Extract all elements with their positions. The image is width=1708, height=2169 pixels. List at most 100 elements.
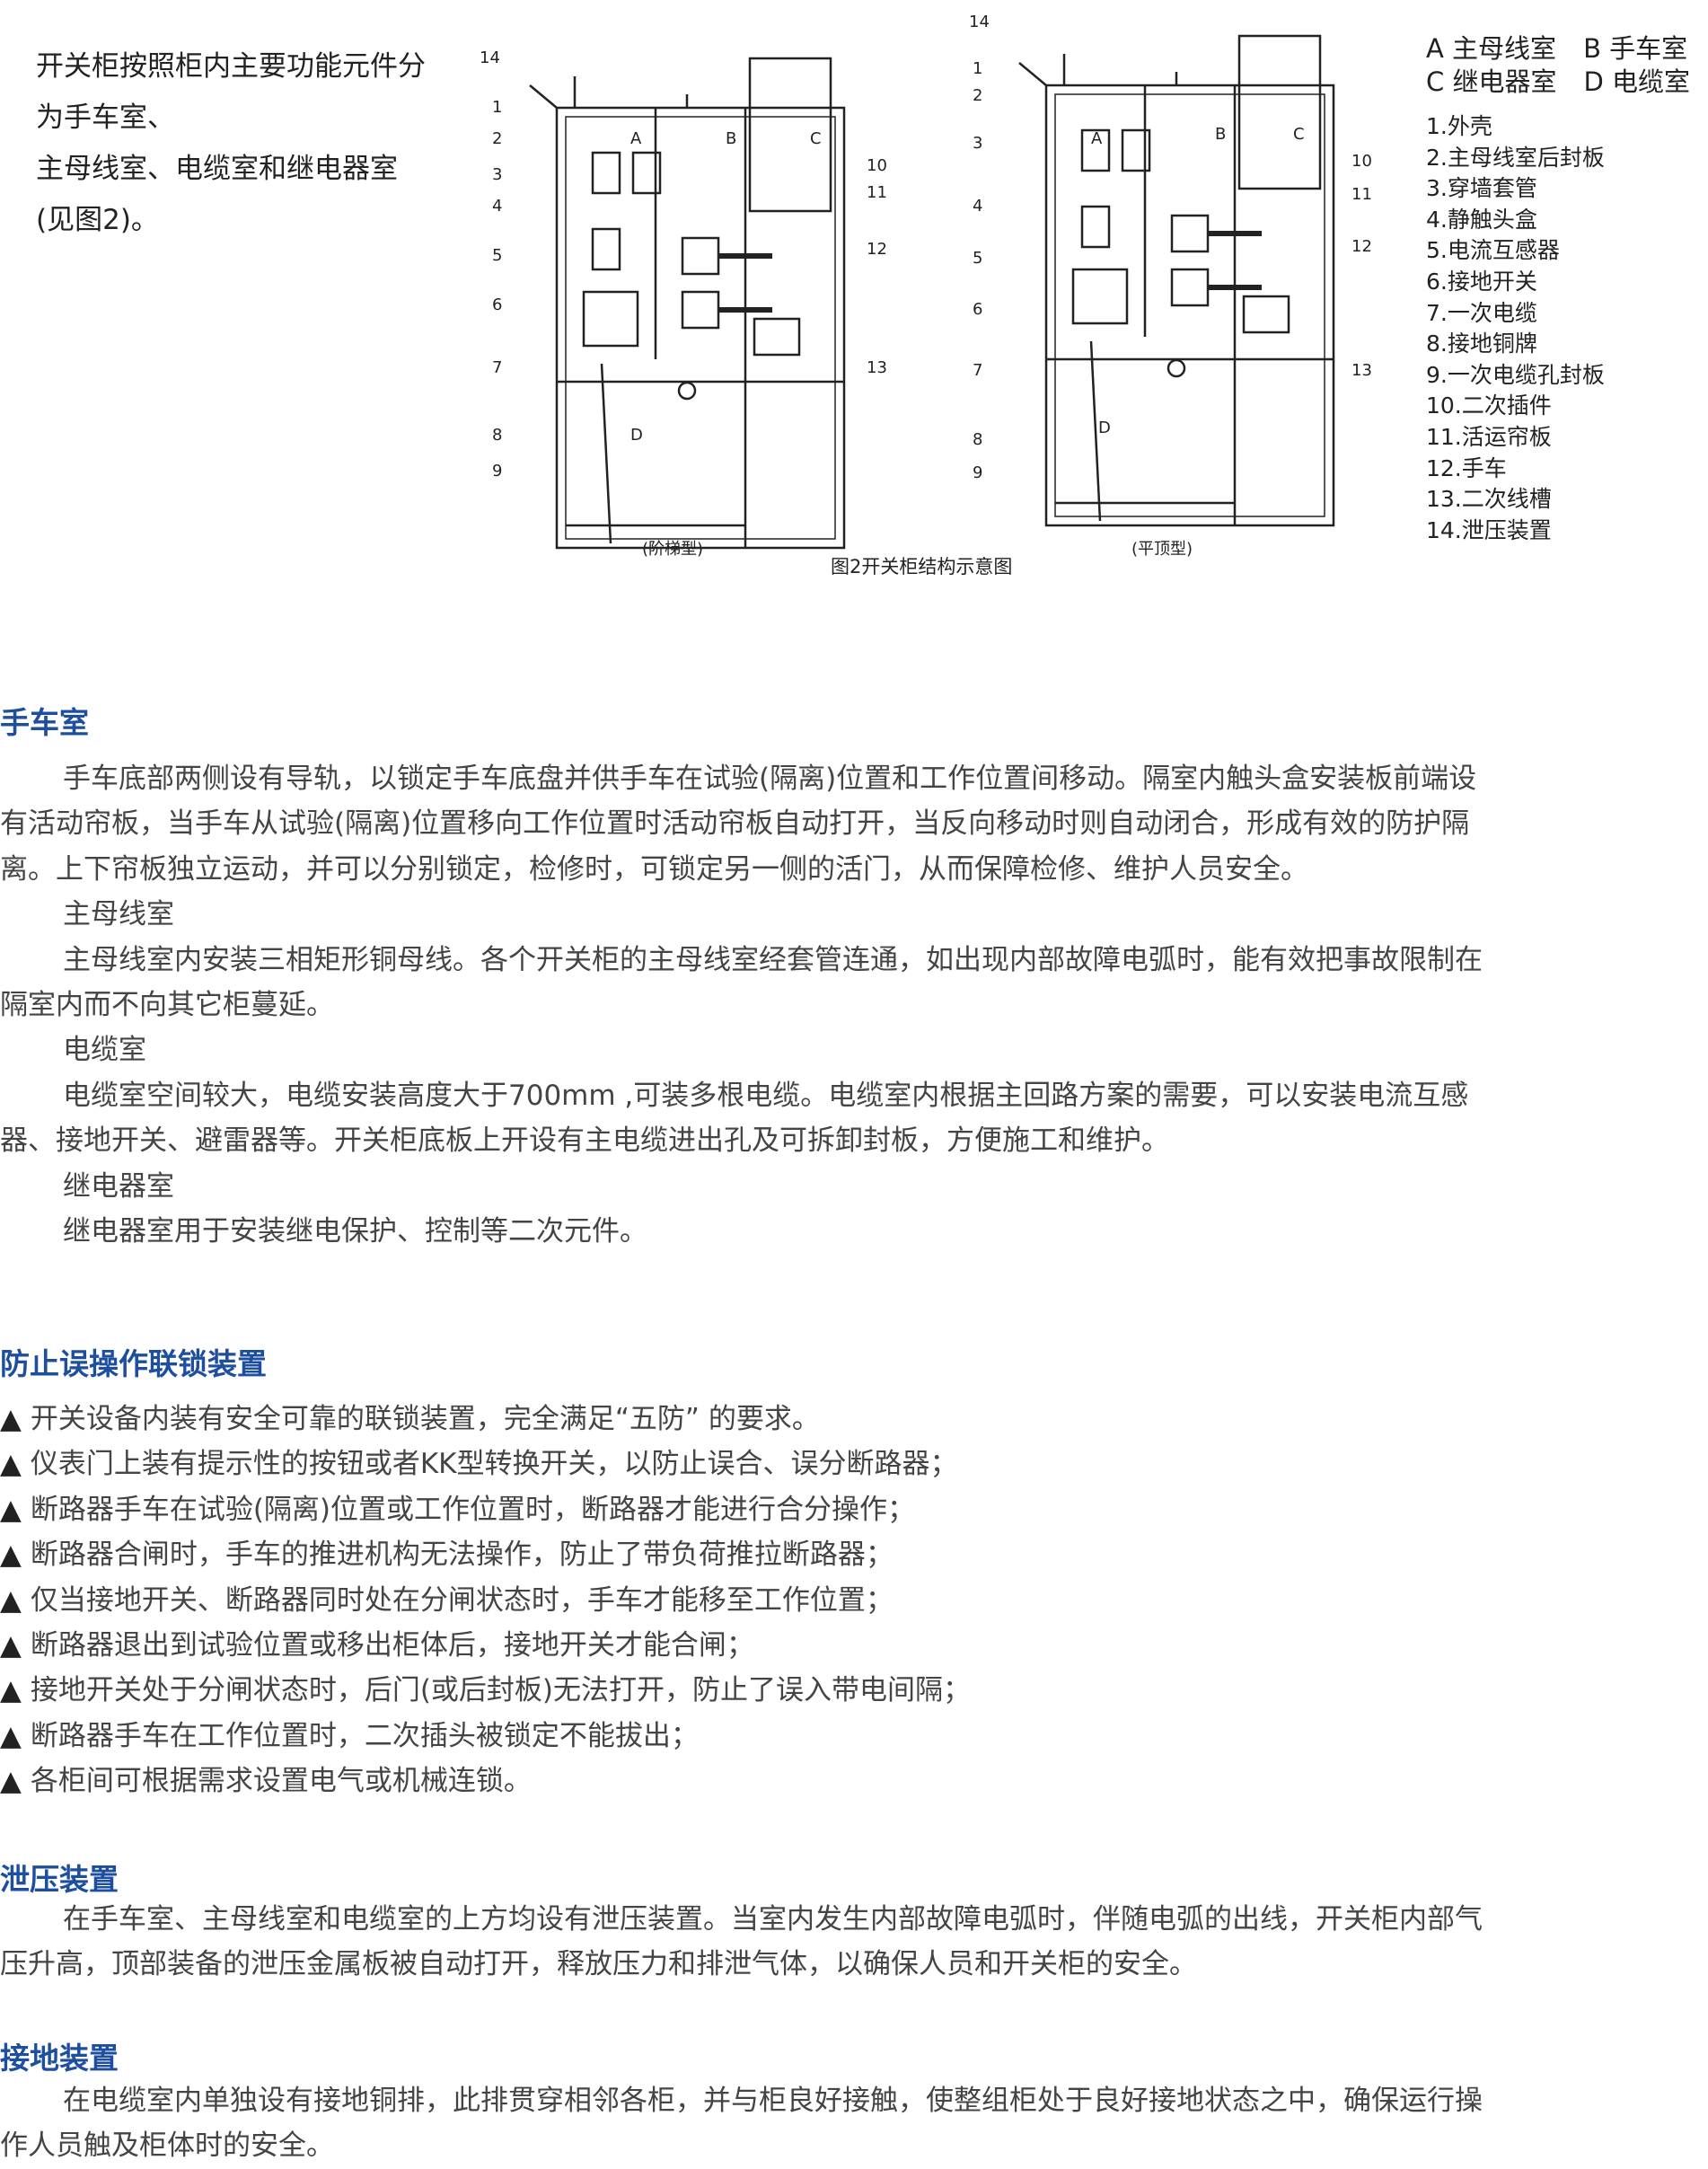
label-8: 8 xyxy=(973,430,982,449)
triangle-bullet-icon: ▲ xyxy=(0,1493,22,1526)
label-6: 6 xyxy=(492,295,502,314)
intro-line: 开关柜按照柜内主要功能元件分 xyxy=(36,50,426,83)
paragraph-line: 有活动帘板，当手车从试验(隔离)位置移向工作位置时活动帘板自动打开，当反向移动时… xyxy=(0,807,1470,841)
paragraph-line: 继电器室用于安装继电保护、控制等二次元件。 xyxy=(63,1215,647,1248)
label-12: 12 xyxy=(867,240,887,259)
legend-part: 9.一次电缆孔封板 xyxy=(1426,361,1605,388)
legend-part: 13.二次线槽 xyxy=(1426,486,1552,513)
letter-a: A xyxy=(630,129,642,148)
interlock-item: ▲开关设备内装有安全可靠的联锁装置，完全满足“五防” 的要求。 xyxy=(0,1397,971,1442)
interlock-item: ▲断路器手车在试验(隔离)位置或工作位置时，断路器才能进行合分操作； xyxy=(0,1487,971,1532)
legend-a: A 主母线室 xyxy=(1426,33,1557,64)
letter-c: C xyxy=(1293,125,1305,144)
label-7: 7 xyxy=(492,358,502,377)
letter-a: A xyxy=(1091,129,1103,148)
triangle-bullet-icon: ▲ xyxy=(0,1448,22,1481)
switchgear-structure-diagram: 14 1 2 3 4 5 6 7 8 9 10 11 12 13 A B C D… xyxy=(480,13,1372,578)
label-5: 5 xyxy=(492,246,502,265)
label-12: 12 xyxy=(1351,237,1372,256)
trolley-text: 手车底部两侧设有导轨，以锁定手车底盘并供手车在试验(隔离)位置和工作位置间移动。… xyxy=(0,756,1483,1254)
legend-part: 12.手车 xyxy=(1426,454,1507,481)
label-2: 2 xyxy=(492,129,502,148)
relief-text: 在手车室、主母线室和电缆室的上方均设有泄压装置。当室内发生内部故障电弧时，伴随电… xyxy=(0,1897,1483,1988)
label-3: 3 xyxy=(973,134,982,153)
section-title-relief: 泄压装置 xyxy=(0,1862,119,1897)
paragraph-line: 在手车室、主母线室和电缆室的上方均设有泄压装置。当室内发生内部故障电弧时，伴随电… xyxy=(63,1903,1483,1935)
legend-part: 7.一次电缆 xyxy=(1426,299,1537,326)
interlock-item: ▲断路器合闸时，手车的推进机构无法操作，防止了带负荷推拉断路器； xyxy=(0,1532,971,1577)
interlock-item-text: 仅当接地开关、断路器同时处在分闸状态时，手车才能移至工作位置； xyxy=(30,1583,894,1617)
label-9: 9 xyxy=(973,463,982,482)
figure-caption: 图2开关柜结构示意图 xyxy=(831,556,1012,578)
interlock-item-text: 断路器手车在试验(隔离)位置或工作位置时，断路器才能进行合分操作； xyxy=(30,1493,916,1526)
paragraph-line: 在电缆室内单独设有接地铜排，此排贯穿相邻各柜，并与柜良好接触，使整组柜处于良好接… xyxy=(63,2085,1483,2117)
label-10: 10 xyxy=(867,156,887,175)
interlock-item: ▲断路器退出到试验位置或移出柜体后，接地开关才能合闸； xyxy=(0,1623,971,1668)
paragraph-line: 电缆室 xyxy=(63,1034,146,1067)
interlock-item-text: 仪表门上装有提示性的按钮或者KK型转换开关，以防止误合、误分断路器； xyxy=(30,1448,958,1481)
paragraph-line: 作人员触及柜体时的安全。 xyxy=(0,2129,334,2163)
paragraph-line: 继电器室 xyxy=(63,1169,174,1203)
interlock-item: ▲断路器手车在工作位置时，二次插头被锁定不能拔出； xyxy=(0,1714,971,1759)
interlock-item-text: 各柜间可根据需求设置电气或机械连锁。 xyxy=(30,1765,532,1798)
paragraph-line: 隔室内而不向其它柜蔓延。 xyxy=(0,989,334,1022)
interlock-item: ▲各柜间可根据需求设置电气或机械连锁。 xyxy=(0,1759,971,1803)
caption-stepped: (阶梯型) xyxy=(642,540,703,559)
interlock-item-text: 断路器合闸时，手车的推进机构无法操作，防止了带负荷推拉断路器； xyxy=(30,1539,894,1572)
interlock-item-text: 开关设备内装有安全可靠的联锁装置，完全满足“五防” 的要求。 xyxy=(30,1403,820,1435)
triangle-bullet-icon: ▲ xyxy=(0,1629,22,1662)
triangle-bullet-icon: ▲ xyxy=(0,1539,22,1572)
triangle-bullet-icon: ▲ xyxy=(0,1674,22,1707)
triangle-bullet-icon: ▲ xyxy=(0,1719,22,1752)
label-4: 4 xyxy=(492,197,502,216)
legend-d: D 电缆室 xyxy=(1583,66,1691,97)
legend: A 主母线室 B 手车室 C 继电器室 D 电缆室 1.外壳 2.主母线室后封板 3.穿… xyxy=(1426,32,1690,546)
legend-c: C 继电器室 xyxy=(1426,66,1557,97)
legend-b: B 手车室 xyxy=(1583,33,1688,64)
label-1: 1 xyxy=(973,59,982,78)
legend-part: 11.活运帘板 xyxy=(1426,423,1552,450)
section-title-trolley: 手车室 xyxy=(0,705,89,740)
paragraph-line: 主母线室 xyxy=(63,898,174,931)
paragraph-line: 器、接地开关、避雷器等。开关柜底板上开设有主电缆进出孔及可拆卸封板，方便施工和维… xyxy=(0,1124,1169,1158)
interlock-list: ▲开关设备内装有安全可靠的联锁装置，完全满足“五防” 的要求。▲仪表门上装有提示… xyxy=(0,1397,971,1804)
paragraph-line: 电缆室空间较大，电缆安装高度大于700mm ,可装多根电缆。电缆室内根据主回路方… xyxy=(63,1079,1469,1112)
legend-part: 6.接地开关 xyxy=(1426,268,1537,295)
label-8: 8 xyxy=(492,426,502,445)
label-13: 13 xyxy=(1351,361,1372,380)
legend-part: 2.主母线室后封板 xyxy=(1426,144,1605,171)
legend-part: 1.外壳 xyxy=(1426,113,1492,139)
legend-part: 3.穿墙套管 xyxy=(1426,175,1537,202)
triangle-bullet-icon: ▲ xyxy=(0,1583,22,1617)
letter-b: B xyxy=(1215,125,1226,144)
letter-d: D xyxy=(630,426,643,445)
label-10: 10 xyxy=(1351,152,1372,171)
legend-part: 5.电流互感器 xyxy=(1426,237,1560,264)
paragraph-line: 手车底部两侧设有导轨，以锁定手车底盘并供手车在试验(隔离)位置和工作位置间移动。… xyxy=(63,763,1477,795)
interlock-item-text: 断路器退出到试验位置或移出柜体后，接地开关才能合闸； xyxy=(30,1629,754,1662)
intro-line: 主母线室、电缆室和继电器室 xyxy=(36,153,398,185)
label-1: 1 xyxy=(492,98,502,117)
legend-part: 4.静触头盒 xyxy=(1426,206,1537,233)
label-2: 2 xyxy=(973,86,982,105)
label-5: 5 xyxy=(973,249,982,268)
interlock-item-text: 接地开关处于分闸状态时，后门(或后封板)无法打开，防止了误入带电间隔； xyxy=(30,1674,972,1707)
letter-c: C xyxy=(810,129,822,148)
grounding-text: 在电缆室内单独设有接地铜排，此排贯穿相邻各柜，并与柜良好接触，使整组柜处于良好接… xyxy=(0,2078,1483,2169)
legend-part: 8.接地铜牌 xyxy=(1426,331,1537,357)
label-14: 14 xyxy=(480,48,500,67)
label-3: 3 xyxy=(492,165,502,184)
label-6: 6 xyxy=(973,300,982,319)
intro-line: (见图2)。 xyxy=(36,204,159,236)
paragraph-line: 离。上下帘板独立运动，并可以分别锁定，检修时，可锁定另一侧的活门，从而保障检修、… xyxy=(0,852,1308,886)
intro-line: 为手车室、 xyxy=(36,101,175,134)
section-title-grounding: 接地装置 xyxy=(0,2041,119,2076)
label-7: 7 xyxy=(973,361,982,380)
legend-part: 10.二次插件 xyxy=(1426,392,1552,419)
interlock-item-text: 断路器手车在工作位置时，二次插头被锁定不能拔出； xyxy=(30,1719,699,1752)
triangle-bullet-icon: ▲ xyxy=(0,1403,22,1435)
legend-part: 14.泄压装置 xyxy=(1426,516,1552,543)
label-11: 11 xyxy=(867,183,887,202)
letter-d: D xyxy=(1098,419,1111,437)
caption-flat: (平顶型) xyxy=(1131,540,1193,559)
